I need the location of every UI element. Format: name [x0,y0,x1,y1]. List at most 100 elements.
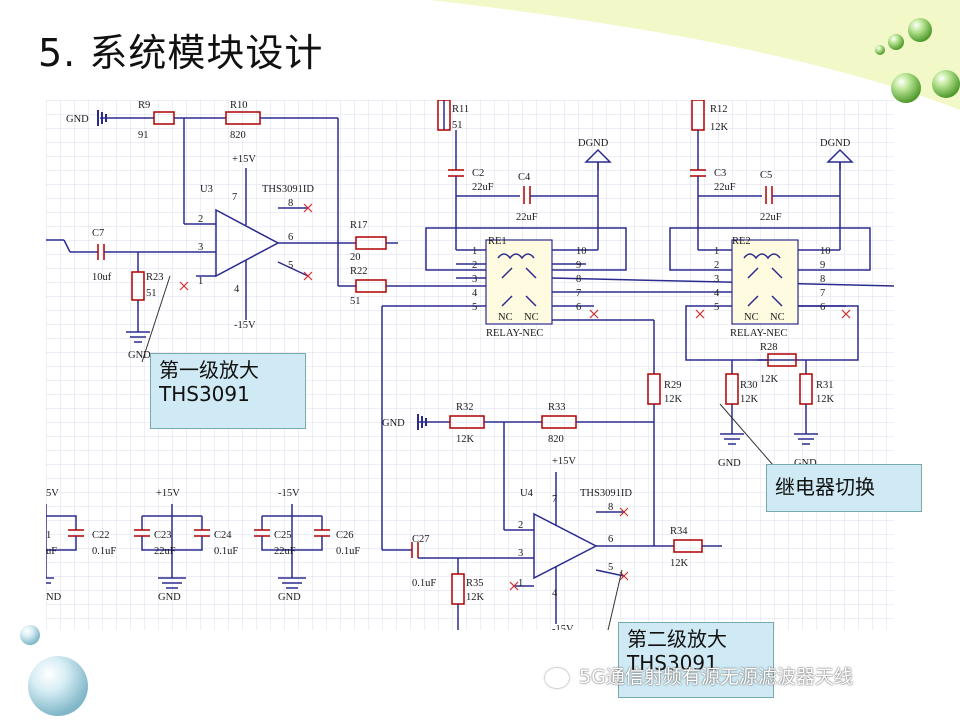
r10-value: 820 [230,130,246,141]
u3-minus15v: -15V [234,320,256,331]
u4-pin3: 3 [518,548,523,559]
water-drop-1 [28,656,88,716]
re2-pin8: 8 [820,274,825,285]
c7-label: C7 [92,228,104,239]
re2-pin1: 1 [714,246,719,257]
c3-label: C3 [714,168,726,179]
re2-pin2: 2 [714,260,719,271]
stage2-amplifier [382,415,722,630]
c25-value: 22uF [274,546,296,557]
c27-value: 0.1uF [412,578,436,589]
r32-value: 12K [456,434,475,445]
u4-pin1: 1 [518,578,523,589]
re2-nc2: NC [770,312,785,323]
green-bubble-2 [888,34,904,50]
r22-label: R22 [350,266,368,277]
r11-label: R11 [452,104,469,115]
water-drop-2 [20,625,40,645]
re1-pin3: 3 [472,274,477,285]
c25-label: C25 [274,530,292,541]
r30-value: 12K [740,394,759,405]
u4-pin4: 4 [552,588,558,599]
re2-pin9: 9 [820,260,825,271]
r12-value: 12K [710,122,729,133]
c3-value: 22uF [714,182,736,193]
u4-pin2: 2 [518,520,523,531]
callout-stage1: 第一级放大 THS3091 [150,353,306,429]
r33-value: 820 [548,434,564,445]
c5-label: C5 [760,170,772,181]
relay2-circuit [669,99,871,445]
re2-label: RE2 [732,236,751,247]
u4-plus15v: +15V [552,456,576,467]
re1-pin6: 6 [576,302,581,313]
c23-gnd: GND [158,592,181,603]
relay2-coil [743,253,783,307]
callout-stage2-title: 第二级放大 [627,627,727,651]
c23-label: C23 [154,530,172,541]
stage2-gnd-label: GND [382,418,405,429]
re1-pin4: 4 [472,288,478,299]
r30-gnd-label: GND [718,458,741,469]
r28-label: R28 [760,342,778,353]
re1-label: RE1 [488,236,507,247]
u3-label: U3 [200,184,213,195]
c23-value: 22uF [154,546,176,557]
r10-label: R10 [230,100,248,111]
c4-value: 22uF [516,212,538,223]
r34-label: R34 [670,526,688,537]
re1-nc1: NC [498,312,513,323]
c4-label: C4 [518,172,531,183]
c2-label: C2 [472,168,484,179]
re1-pin7: 7 [576,288,581,299]
r30-label: R30 [740,380,758,391]
re1-part: RELAY-NEC [486,328,543,339]
u3-pin7: 7 [232,192,237,203]
r22-value: 51 [350,296,361,307]
re2-pin4: 4 [714,288,720,299]
c23-supply: +15V [156,488,180,499]
c2-value: 22uF [472,182,494,193]
r29-value: 12K [664,394,683,405]
re2-pin3: 3 [714,274,719,285]
re2-pin5: 5 [714,302,719,313]
c25-supply: -15V [278,488,300,499]
u3-pin1: 1 [198,276,203,287]
stage1-gnd-symbol [97,110,107,126]
u3-pin3: 3 [198,242,203,253]
r11-value: 51 [452,120,463,131]
r35-value: 12K [466,592,485,603]
callout-stage2: 第二级放大 THS3091 [618,622,774,698]
r31-gnd-label: GND [794,458,817,469]
top-swoosh [430,0,960,110]
r33-label: R33 [548,402,566,413]
callout-stage1-part: THS3091 [159,382,250,406]
u4-pin8: 8 [608,502,613,513]
re1-nc2: NC [524,312,539,323]
dgnd-label-2: DGND [820,138,851,149]
re1-pin5: 5 [472,302,477,313]
re1-pin2: 2 [472,260,477,271]
c21-gnd: ND [46,592,62,603]
re2-pin10: 10 [820,246,831,257]
r17-value: 20 [350,252,361,263]
relay1-coil [497,253,537,307]
decoupling-caps [40,504,330,589]
u3-plus15v: +15V [232,154,256,165]
r32-label: R32 [456,402,474,413]
c26-value: 0.1uF [336,546,360,557]
u4-part: THS3091ID [580,488,632,499]
watermark-text: 5G通信射频有源无源滤波器天线 [579,666,853,688]
callout-relay: 继电器切换 [766,464,922,512]
c24-value: 0.1uF [214,546,238,557]
c25-gnd: GND [278,592,301,603]
c27-label: C27 [412,534,430,545]
stage1-pointer [141,275,171,363]
relay1-body [485,239,553,325]
re1-pin8: 8 [576,274,581,285]
u4-pin7: 7 [552,494,557,505]
re2-part: RELAY-NEC [730,328,787,339]
relay2-nc-marks [695,309,851,319]
r23-label: R23 [146,272,164,283]
u3-part: THS3091ID [262,184,314,195]
